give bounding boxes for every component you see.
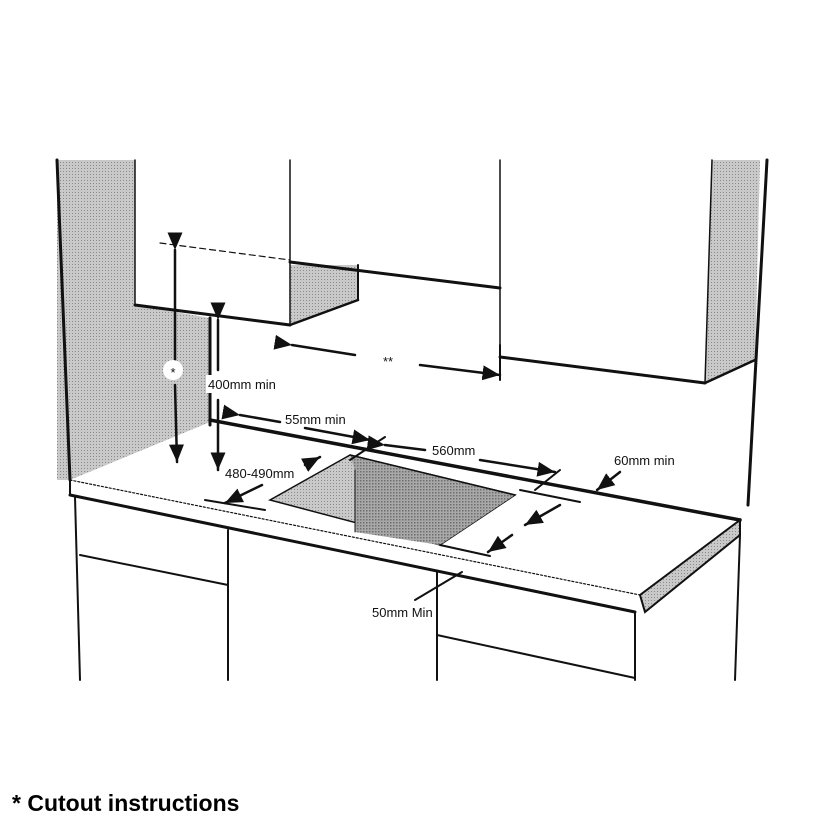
label-asterisk: * (170, 365, 175, 380)
label-480-490mm: 480-490mm (225, 466, 294, 481)
dimension-lines (167, 232, 622, 601)
asterisk-badge (163, 360, 183, 380)
left-wall (57, 160, 210, 480)
upper-right-cabinet (498, 158, 769, 507)
label-double-asterisk: ** (383, 354, 393, 369)
base-cabinets (74, 496, 741, 681)
label-55mm-min: 55mm min (285, 412, 346, 427)
label-560mm: 560mm (432, 443, 475, 458)
label-50mm-min: 50mm Min (372, 605, 433, 620)
caption: * Cutout instructions (12, 790, 240, 816)
label-60mm-min: 60mm min (614, 453, 675, 468)
label-400mm-min: 400mm min (208, 377, 276, 392)
upper-middle-cabinet (288, 159, 502, 381)
